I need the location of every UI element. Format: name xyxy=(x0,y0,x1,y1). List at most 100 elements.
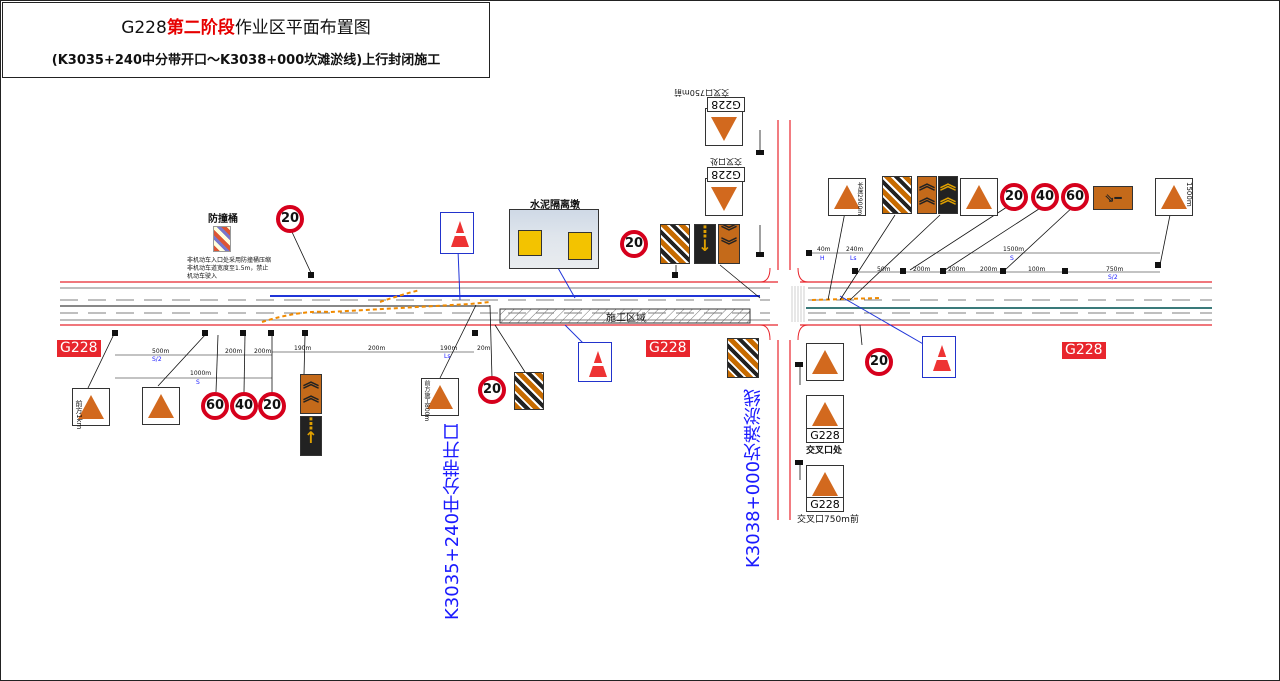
arrow-board-sign: ⋮↓ xyxy=(694,224,716,264)
lane-lines xyxy=(60,287,1212,321)
dim-label: 200m xyxy=(980,266,998,273)
sign-text: 前方1km xyxy=(75,400,83,430)
median-opening-label: K3035+240中分带开口 xyxy=(442,422,463,620)
cone-taper-upper xyxy=(379,289,421,303)
speed-limit-sign: 20 xyxy=(1000,183,1028,211)
striped-barrier-sign xyxy=(727,338,759,378)
sign-text: 前方施工800m xyxy=(423,380,430,422)
pointer-line xyxy=(457,249,461,301)
title-suffix: 作业区平面布置图 xyxy=(234,18,371,38)
striped-barrier-sign xyxy=(514,372,544,410)
dim-label: H xyxy=(820,255,825,262)
junction-sign-label: 交叉口处 xyxy=(806,446,843,456)
junction-warning-sign xyxy=(705,178,743,216)
road-work-1500-sign xyxy=(1155,178,1193,216)
road-work-distance-sign xyxy=(421,378,459,416)
road-label-g228: G228 xyxy=(646,340,690,357)
sign-text: 长度2900m xyxy=(856,182,863,216)
title-highlight: 第二阶段 xyxy=(166,18,235,38)
traffic-cone-sign xyxy=(922,336,956,378)
dim-label: 200m xyxy=(948,266,966,273)
corner-curve xyxy=(759,324,771,341)
dim-label: 20m xyxy=(477,345,491,352)
dim-label: S xyxy=(1010,255,1014,262)
dim-label: 240m xyxy=(846,246,864,253)
title-prefix: G228 xyxy=(121,18,167,38)
road-label-g228: G228 xyxy=(57,340,101,357)
dim-label: 1500m xyxy=(1003,246,1025,253)
dim-label: 200m xyxy=(254,348,272,355)
barrier-block xyxy=(518,230,542,256)
pointer-line xyxy=(564,324,586,346)
traffic-cone-sign xyxy=(578,342,612,382)
dim-label: 200m xyxy=(368,345,386,352)
cone-taper xyxy=(261,301,491,323)
chevron-sign: ︾︾ xyxy=(718,224,740,264)
drawing-title: G228第二阶段作业区平面布置图 xyxy=(3,13,489,38)
cone-taper-right xyxy=(811,297,881,301)
road-label-g228: G228 xyxy=(1062,342,1106,359)
corner-curve xyxy=(797,324,809,341)
dim-label: 750m xyxy=(1106,266,1124,273)
barrel-note: 非机动车入口处采用防撞桶压缩非机动车道宽度至1.5m，禁止机动车驶入 xyxy=(187,257,272,280)
barrier-block xyxy=(568,232,592,260)
speed-limit-sign: 20 xyxy=(865,348,893,376)
speed-limit-sign: 20 xyxy=(258,392,286,420)
title-block: G228第二阶段作业区平面布置图 (K3035+240中分带开口～K3038+0… xyxy=(2,2,490,78)
dimension-lines-left xyxy=(115,351,474,379)
dim-label: 200m xyxy=(225,348,243,355)
striped-barrier-sign xyxy=(882,176,912,214)
g228-route-marker: G228 xyxy=(707,167,745,182)
dim-label: S xyxy=(196,379,200,386)
road-work-ahead-sign xyxy=(72,388,110,426)
speed-limit-sign: 40 xyxy=(230,392,258,420)
junction-label: K3038+000坎滩淤线 xyxy=(743,388,764,568)
corner-curve xyxy=(759,267,771,283)
concrete-barrier-photo xyxy=(509,209,599,269)
dim-label: 40m xyxy=(817,246,831,253)
chevron-sign: ︽︽ xyxy=(917,176,937,214)
barrel-title: 防撞桶 xyxy=(208,214,238,225)
g228-route-marker: G228 xyxy=(806,497,844,512)
speed-limit-sign: 20 xyxy=(276,205,304,233)
dim-label: Ls xyxy=(850,255,857,262)
junction-warning-sign xyxy=(705,108,743,146)
junction-750-top-label: 交叉口750m前 xyxy=(674,88,730,97)
speed-limit-sign: 20 xyxy=(620,230,648,258)
speed-limit-sign: 60 xyxy=(1061,183,1089,211)
dim-label: 1000m xyxy=(190,370,212,377)
dim-label: 200m xyxy=(913,266,931,273)
road-work-sign xyxy=(960,178,998,216)
traffic-cone-sign xyxy=(440,212,474,254)
junction-750-label: 交叉口750m前 xyxy=(797,515,859,525)
chevron-sign: ︽︽ xyxy=(938,176,958,214)
dim-label: 500m xyxy=(152,348,170,355)
dim-label: S/2 xyxy=(1108,274,1118,281)
dim-label: Ls xyxy=(444,353,451,360)
junction-top-label: 交叉口处 xyxy=(710,157,742,166)
road-work-length-sign xyxy=(828,178,866,216)
chevron-sign: ︽︽ xyxy=(300,374,322,414)
barrel-icon xyxy=(213,226,231,252)
pointer-line xyxy=(839,295,926,346)
road-work-sign xyxy=(142,387,180,425)
work-area xyxy=(499,308,751,324)
corner-curve xyxy=(797,267,809,283)
speed-limit-sign: 60 xyxy=(201,392,229,420)
drawing-subtitle: (K3035+240中分带开口～K3038+000坎滩淤线)上行封闭施工 xyxy=(51,53,441,68)
g228-route-marker: G228 xyxy=(707,97,745,112)
speed-limit-sign: 40 xyxy=(1031,183,1059,211)
dim-label: 190m xyxy=(440,345,458,352)
lane-shift-sign: ⇘━ xyxy=(1093,186,1133,210)
g228-route-marker: G228 xyxy=(806,428,844,443)
dim-label: S/2 xyxy=(152,356,162,363)
sign-text: 1500m xyxy=(1185,182,1193,207)
arrow-board-sign: ⋮↑ xyxy=(300,416,322,456)
striped-barrier-sign xyxy=(660,224,690,264)
speed-limit-sign: 20 xyxy=(478,376,506,404)
dim-label: 190m xyxy=(294,345,312,352)
pointer-line xyxy=(557,267,576,299)
crosswalk xyxy=(791,286,805,322)
dim-label: 50m xyxy=(877,266,891,273)
